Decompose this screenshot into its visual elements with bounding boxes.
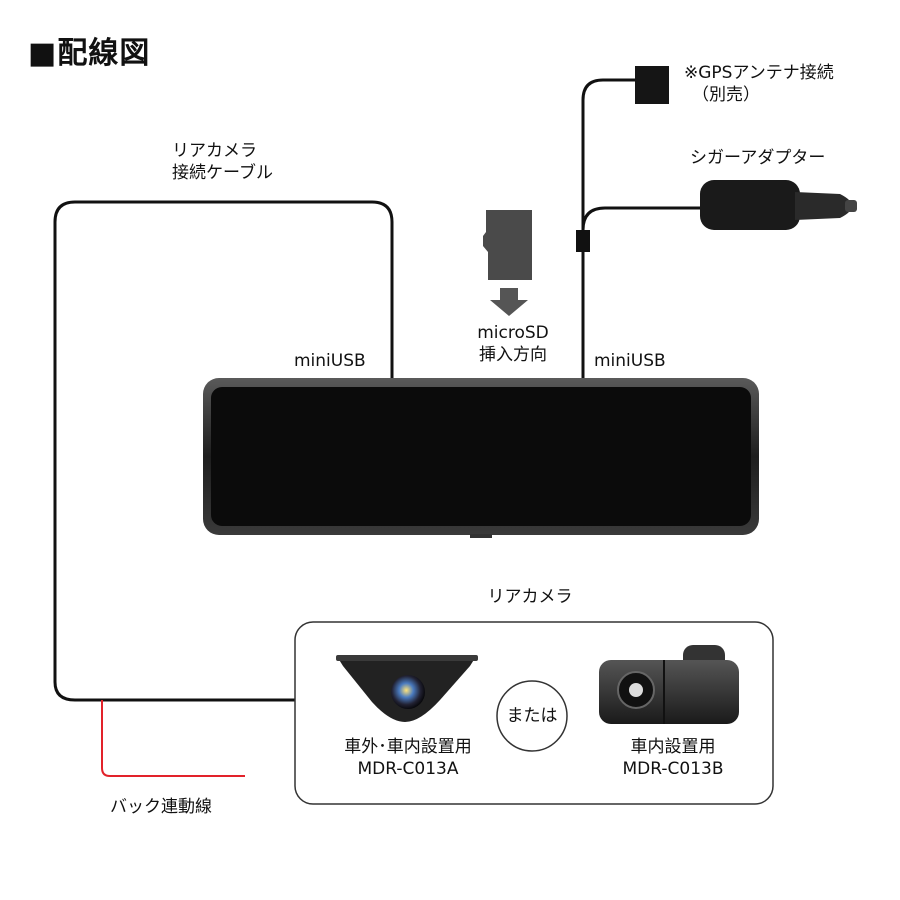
rear-camera-cable-label: リアカメラ 接続ケーブル (172, 140, 273, 184)
or-label: または (506, 706, 558, 726)
gps-label-line2: （別売） (692, 85, 760, 105)
gps-label-line1: ※GPSアンテナ接続 (684, 63, 834, 83)
back-link-wire (101, 700, 245, 777)
rear-camera-cable (53, 200, 394, 702)
camera-b-label-line2: MDR-C013B (622, 759, 724, 779)
rear-camera-cable-label-line2: 接続ケーブル (172, 163, 273, 183)
cigar-adapter-label: シガーアダプター (690, 148, 826, 168)
arrow-down-icon (490, 288, 528, 316)
miniusb-right-label: miniUSB (594, 351, 666, 371)
camera-a-label-line1: 車外･車内設置用 (344, 737, 472, 757)
camera-internal-icon (599, 645, 739, 724)
microsd-label: microSD 挿入方向 (468, 322, 558, 366)
miniusb-left-label: miniUSB (294, 351, 366, 371)
microsd-label-line1: microSD (477, 323, 549, 343)
camera-b-label: 車内設置用 MDR-C013B (588, 736, 758, 780)
camera-b-label-line1: 車内設置用 (630, 737, 716, 757)
gps-label: ※GPSアンテナ接続 （別売） (684, 62, 834, 106)
cigar-adapter-icon (700, 180, 857, 230)
mirror-recorder-icon (203, 378, 759, 538)
rear-camera-heading: リアカメラ (487, 587, 573, 607)
back-link-wire-label: バック連動線 (110, 797, 212, 817)
page-title: ■配線図 (28, 36, 151, 71)
gps-cable (581, 78, 636, 230)
sd-card-icon (483, 210, 532, 280)
camera-a-label: 車外･車内設置用 MDR-C013A (318, 736, 498, 780)
camera-external-icon (336, 655, 478, 722)
camera-a-label-line2: MDR-C013A (357, 759, 459, 779)
gps-connector-icon (635, 66, 669, 104)
microsd-label-line2: 挿入方向 (479, 345, 547, 365)
cable-junction (576, 230, 590, 252)
or-badge-circle (496, 680, 568, 752)
rear-camera-cable-label-line1: リアカメラ (172, 141, 257, 161)
